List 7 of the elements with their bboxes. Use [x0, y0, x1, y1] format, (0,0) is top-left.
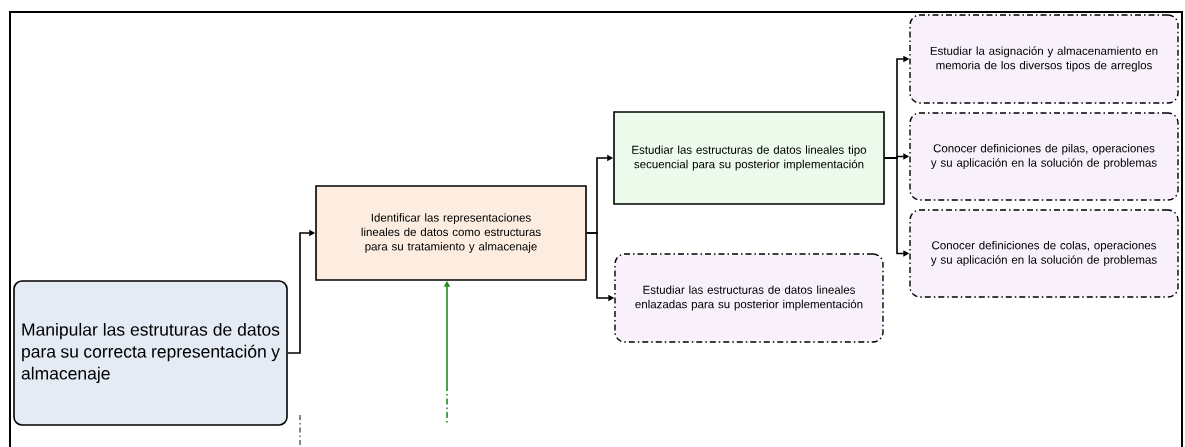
dashed-box: Estudiar la asignación y almacenamiento en memoria de los diversos tipos de arreglos [909, 14, 1179, 104]
dashed-box: Estudiar las estructuras de datos lineales enlazadas para su posterior implementación [614, 253, 884, 343]
dashed-box: Conocer definiciones de colas, operaciones y su aplicación en la solución de problemas [909, 209, 1179, 298]
dashed-box: Conocer definiciones de pilas, operaciones y su aplicación en la solución de problemas [909, 112, 1179, 201]
process-box: Identificar las representaciones lineales de datos como estructuras para su tratamiento y almacenaje [315, 185, 587, 281]
rounded-box: Manipular las estruturas de datos para su correcta representación y almacenaje [13, 280, 288, 426]
process-box: Estudiar las estructuras de datos lineales tipo secuencial para su posterior implementación [613, 111, 885, 205]
